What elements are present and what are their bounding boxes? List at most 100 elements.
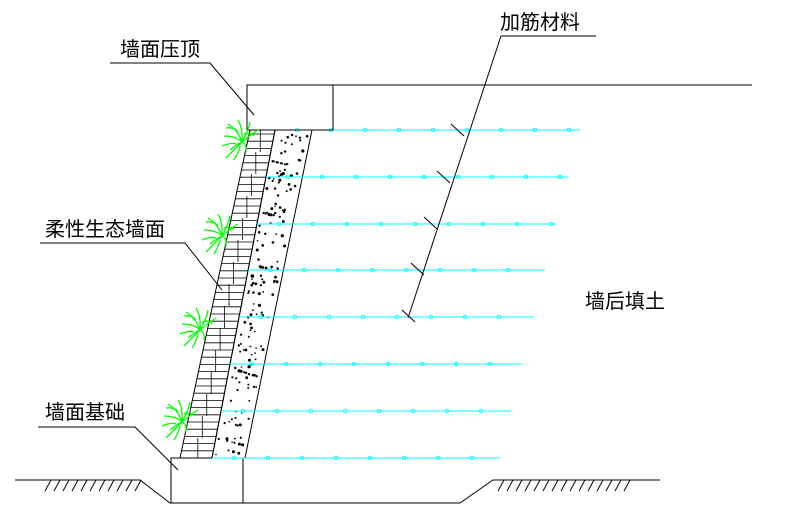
gravel-dot: [274, 275, 277, 279]
gravel-dot: [264, 266, 268, 270]
gravel-dot: [261, 348, 265, 352]
ground-hatch-mark: [125, 479, 133, 492]
gravel-dot: [264, 232, 267, 235]
gravel-dot: [289, 174, 293, 178]
gravel-dot: [261, 314, 265, 317]
gravel-dot: [290, 133, 294, 137]
gravel-dot: [237, 442, 241, 446]
gravel-dot: [255, 248, 259, 252]
geogrid-layer: [212, 455, 500, 461]
ground-hatch: [44, 479, 631, 492]
ground-hatch-mark: [533, 479, 541, 492]
gravel-fill-layer: [215, 133, 309, 456]
gravel-dot: [285, 190, 288, 193]
gravel-dot: [278, 206, 282, 209]
gravel-dot: [280, 234, 284, 238]
gravel-dot: [270, 207, 274, 210]
ground-hatch-mark: [107, 479, 115, 492]
gravel-dot: [299, 139, 302, 142]
ground-hatch-mark: [524, 479, 532, 492]
coping-leader: [110, 62, 255, 116]
gravel-dot: [240, 366, 243, 368]
geogrid-layer: [256, 221, 556, 227]
gravel-dot: [293, 184, 297, 188]
gravel-dot: [278, 178, 282, 182]
plant-icon: [221, 119, 259, 161]
plant-icon: [179, 307, 217, 349]
gravel-dot: [276, 171, 279, 175]
gravel-dot: [287, 183, 291, 186]
reinforcement-label: 加筋材料: [500, 10, 580, 34]
gravel-dot: [243, 320, 247, 324]
gravel-dot: [231, 441, 233, 443]
gravel-dot: [257, 258, 260, 261]
gravel-dot: [255, 375, 258, 378]
gravel-dot: [272, 214, 275, 217]
gravel-dot: [258, 224, 261, 227]
ground-hatch-mark: [551, 479, 559, 492]
gravel-dot: [250, 274, 254, 278]
gravel-dot: [252, 385, 256, 389]
geogrid-layer: [248, 267, 545, 273]
gravel-dot: [244, 371, 248, 374]
ground-hatch-mark: [98, 479, 106, 492]
geogrid-layer: [230, 361, 522, 367]
gravel-dot: [281, 209, 284, 212]
gravel-dot: [283, 208, 286, 211]
gravel-dot: [247, 365, 251, 369]
gravel-dot: [215, 453, 217, 456]
gravel-dot: [245, 376, 249, 380]
gravel-dot: [244, 348, 248, 352]
gravel-dot: [265, 187, 269, 190]
gravel-dot: [254, 358, 257, 361]
ground-hatch-mark: [542, 479, 550, 492]
ground-hatch-mark: [497, 479, 505, 492]
ground-hatch-mark: [44, 479, 52, 492]
gravel-dot: [254, 352, 256, 354]
gravel-dot: [266, 211, 268, 214]
gravel-dot: [229, 399, 233, 402]
gravel-dot: [250, 326, 253, 330]
gravel-dot: [274, 205, 276, 208]
gravel-dot: [237, 451, 241, 455]
ground-hatch-mark: [62, 479, 70, 492]
gravel-dot: [282, 210, 286, 214]
gravel-dot: [260, 345, 263, 348]
gravel-dot: [247, 386, 250, 389]
gravel-dot: [281, 220, 285, 223]
gravel-dot: [236, 388, 239, 392]
gravel-dot: [283, 168, 286, 171]
gravel-dot: [234, 423, 237, 426]
gravel-dot: [247, 373, 251, 376]
reinforcement-leader-ticks: [401, 123, 465, 323]
gravel-dot: [264, 212, 267, 215]
flexible-face-label: 柔性生态墙面: [45, 217, 165, 241]
gravel-dot: [234, 437, 236, 440]
gravel-dot: [242, 349, 245, 351]
ground-hatch-mark: [596, 479, 604, 492]
gravel-dot: [301, 149, 305, 153]
gravel-dot: [295, 172, 299, 175]
gravel-dot: [262, 211, 265, 215]
gravel-dot: [262, 280, 266, 284]
geogrid-layer: [265, 174, 568, 180]
gravel-dot: [275, 280, 279, 284]
gravel-dot: [260, 311, 263, 314]
gravel-dot: [299, 159, 302, 162]
gravel-dot: [280, 152, 283, 155]
gravel-dot: [276, 267, 279, 270]
gravel-dot: [278, 215, 281, 218]
gravel-dot: [247, 290, 250, 293]
gravel-dot: [289, 188, 293, 191]
gravel-dot: [277, 161, 280, 164]
plant-icon: [201, 213, 239, 255]
ground-hatch-mark: [569, 479, 577, 492]
gravel-dot: [271, 293, 275, 296]
reinforcement-leader: [407, 35, 502, 319]
gravel-dot: [279, 170, 281, 173]
gravel-dot: [243, 371, 246, 374]
gravel-dot: [280, 139, 283, 142]
gravel-dot: [231, 376, 234, 379]
gravel-dot: [284, 163, 287, 166]
